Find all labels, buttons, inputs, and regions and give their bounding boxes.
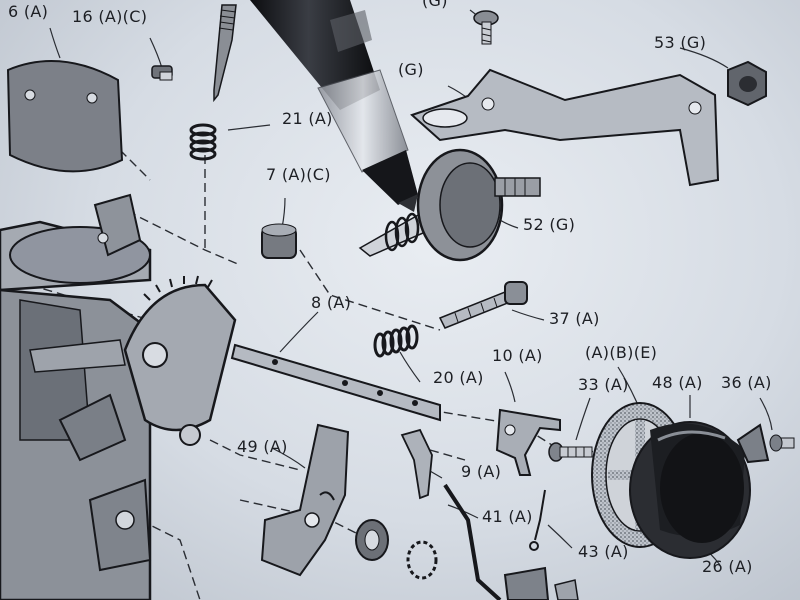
label-41a: 41 (A) [482, 507, 533, 526]
label-21a: 21 (A) [282, 109, 333, 128]
label-16ac: 16 (A)(C) [72, 7, 148, 26]
label-g-bracket: (G) [398, 60, 424, 79]
label-20a: 20 (A) [433, 368, 484, 387]
part-g-screw [473, 10, 499, 45]
label-36a: 36 (A) [721, 373, 772, 392]
label-48a: 48 (A) [652, 373, 703, 392]
part-needle [213, 4, 237, 103]
part-6-plate [6, 60, 124, 173]
label-37a: 37 (A) [549, 309, 600, 328]
part-49-lever [260, 423, 350, 577]
label-49a: 49 (A) [237, 437, 288, 456]
label-43a: 43 (A) [578, 542, 629, 561]
carburetor-body [0, 193, 152, 600]
label-53g: 53 (G) [654, 33, 707, 52]
part-9-clip [400, 428, 433, 500]
label-9a: 9 (A) [461, 462, 502, 481]
part-16-screw [151, 65, 173, 81]
label-33a: 33 (A) [578, 375, 629, 394]
bottom-washers [355, 519, 579, 600]
label-abe: (A)(B)(E) [585, 343, 658, 362]
part-7-plug [261, 223, 297, 259]
part-33-screw [548, 442, 593, 462]
part-21-spring [189, 123, 217, 161]
part-48-cover [629, 421, 751, 559]
label-6a: 6 (A) [8, 2, 49, 21]
ballpoint-pen [250, 0, 418, 212]
label-7ac: 7 (A)(C) [266, 165, 331, 184]
part-10-bracket [495, 408, 561, 476]
label-10a: 10 (A) [492, 346, 543, 365]
part-41-rod [443, 483, 502, 600]
part-8-shaft [230, 343, 441, 422]
label-26a: 26 (A) [702, 557, 753, 576]
label-8a: 8 (A) [311, 293, 352, 312]
part-20-spring [373, 324, 419, 358]
choke-gear [123, 275, 237, 446]
part-37-screw [438, 281, 528, 329]
part-53-nut [727, 60, 767, 107]
label-g-top: (G) [422, 0, 448, 10]
part-43-spring [529, 489, 546, 551]
label-52g: 52 (G) [523, 215, 576, 234]
part-52-diaphragm [358, 148, 541, 262]
part-g-bracket [410, 68, 720, 187]
part-36-clip [736, 423, 795, 464]
